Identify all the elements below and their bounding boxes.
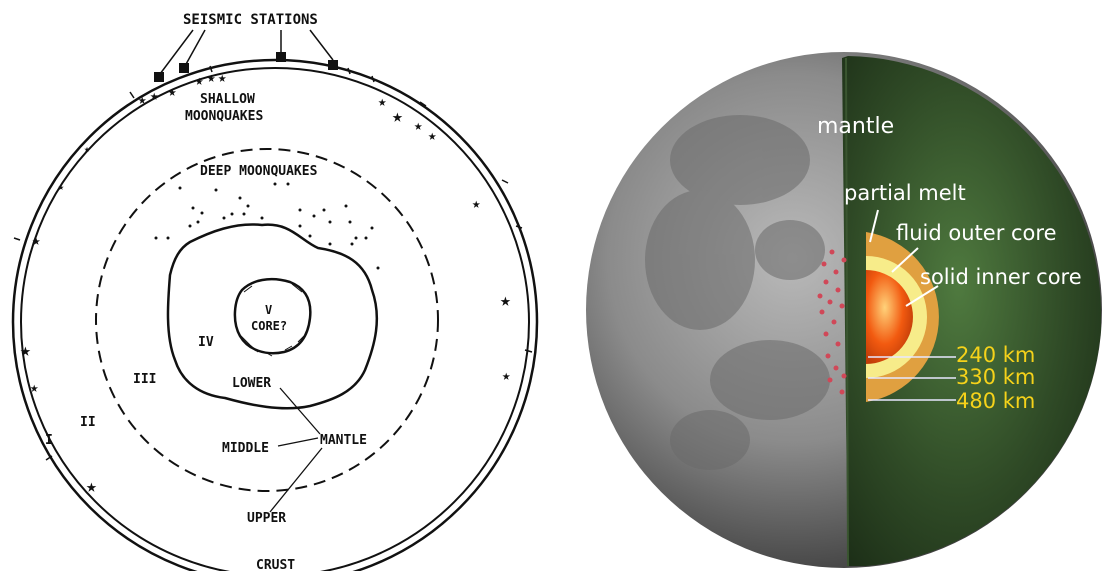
crust-label: CRUST [256, 558, 295, 571]
mantle-leader-lines [269, 387, 323, 513]
svg-text:★: ★ [500, 290, 511, 311]
shallow-moonquake-stars: ★ ★ ★ ★ ★ ★ ★ ★ ★ ★ ★ ★ ★ ★ ★ ★ ★ ★ ★ [20, 70, 511, 497]
svg-text:★: ★ [30, 380, 39, 396]
station-marker [179, 63, 189, 73]
svg-text:★: ★ [414, 118, 423, 134]
crust-inner-ring [20, 67, 530, 576]
solid-inner-core-label: solid inner core [920, 265, 1082, 289]
fluid-outer-core-label: fluid outer core [896, 221, 1056, 245]
deep-moonquakes-label: DEEP MOONQUAKES [200, 164, 318, 179]
mantle-cutaway [842, 56, 1101, 566]
right-leader-lines [869, 209, 939, 307]
partial-melt-label: partial melt [844, 181, 966, 205]
svg-text:★: ★ [472, 196, 481, 212]
zone-i-label: I [45, 433, 53, 448]
lower-mantle-label: LOWER [232, 376, 271, 391]
station-pointer-lines [159, 29, 334, 75]
moon-interior-line-diagram: ★ ★ ★ ★ ★ ★ ★ ★ ★ ★ ★ ★ ★ ★ ★ ★ ★ ★ ★ [11, 12, 539, 576]
solid-inner-core [866, 270, 913, 364]
shallow-label-line2: MOONQUAKES [185, 109, 263, 124]
core-hatching [239, 283, 306, 357]
svg-text:★: ★ [428, 128, 437, 144]
lower-mantle-boundary [166, 223, 379, 410]
zone-ii-label: II [80, 415, 96, 430]
mantle-label: mantle [817, 114, 894, 139]
crust-outer-ring [11, 58, 539, 576]
km-330-label: 330 km [956, 365, 1035, 389]
svg-text:★: ★ [207, 70, 216, 86]
svg-text:★: ★ [32, 233, 41, 249]
svg-text:★: ★ [168, 84, 177, 100]
zone-iii-label: III [133, 372, 156, 387]
svg-text:★: ★ [86, 476, 97, 497]
svg-text:★: ★ [84, 144, 90, 155]
seismic-stations-label: SEISMIC STATIONS [183, 12, 318, 28]
moon-cutaway-illustration: mantle partial melt fluid outer core sol… [580, 0, 1103, 571]
deep-moonquake-boundary [95, 148, 439, 492]
svg-text:★: ★ [150, 88, 159, 104]
seismic-station-markers [154, 52, 338, 82]
svg-text:★: ★ [392, 106, 403, 127]
svg-text:★: ★ [58, 182, 64, 193]
shallow-label-line1: SHALLOW [200, 92, 255, 107]
svg-text:★: ★ [378, 94, 387, 110]
zone-iv-label: IV [198, 335, 214, 350]
partial-melt-dots [817, 249, 847, 395]
km-480-label: 480 km [956, 389, 1035, 413]
ring-tick-marks [13, 65, 533, 461]
lunar-maria [645, 115, 830, 470]
km-240-label: 240 km [956, 343, 1035, 367]
deep-moonquake-dots [154, 182, 380, 270]
mantle-label: MANTLE [320, 433, 367, 448]
line-diagram-svg: ★ ★ ★ ★ ★ ★ ★ ★ ★ ★ ★ ★ ★ ★ ★ ★ ★ ★ ★ [11, 12, 539, 576]
svg-text:★: ★ [502, 368, 511, 384]
svg-text:★: ★ [138, 92, 147, 108]
core-v-label: V [265, 303, 272, 317]
svg-text:★: ★ [218, 70, 227, 86]
station-marker [276, 52, 286, 62]
station-marker [154, 72, 164, 82]
cut-edge [845, 57, 849, 567]
core-region [233, 278, 312, 355]
svg-text:★: ★ [195, 73, 204, 89]
upper-mantle-label: UPPER [247, 511, 286, 526]
svg-text:★: ★ [20, 340, 31, 361]
middle-mantle-label: MIDDLE [222, 441, 269, 456]
station-marker [328, 60, 338, 70]
km-leader-lines [868, 356, 956, 401]
cutaway-svg: mantle partial melt fluid outer core sol… [586, 52, 1102, 568]
core-question-label: CORE? [251, 319, 287, 333]
